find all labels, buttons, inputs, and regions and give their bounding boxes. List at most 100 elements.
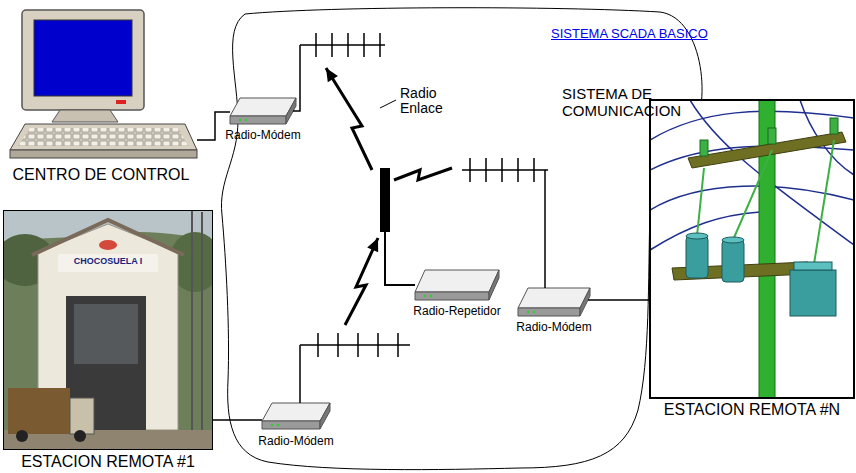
power-station-photo xyxy=(58,254,158,272)
radio-modem-device xyxy=(245,119,248,122)
yagi-antenna xyxy=(485,158,487,182)
power-station-photo xyxy=(99,240,117,250)
power-station-photo xyxy=(201,212,203,430)
remote-station: ESTACION REMOTA #1 xyxy=(3,210,213,450)
wire-line xyxy=(385,232,415,285)
yagi-antenna xyxy=(517,158,519,182)
power-station-photo xyxy=(32,220,184,255)
yagi-antenna xyxy=(337,333,339,357)
node-caption: ESTACION REMOTA #1 xyxy=(21,453,195,471)
radio-modem-device xyxy=(230,116,286,124)
computer-icon xyxy=(52,110,118,122)
node-caption: Radio-Módem xyxy=(225,129,300,142)
pole-illustration xyxy=(650,100,854,398)
diagram-title: SISTEMA SCADA BASICO xyxy=(551,27,708,41)
yagi-antenna xyxy=(397,333,399,357)
cloud-outline xyxy=(221,8,702,470)
repeater-mast xyxy=(380,168,390,232)
power-station-photo xyxy=(3,210,213,450)
wire-connector xyxy=(197,112,230,140)
yagi-antenna xyxy=(501,158,503,182)
yagi-antenna xyxy=(347,33,349,57)
yagi-antenna xyxy=(315,33,317,57)
cloud-outline xyxy=(221,8,702,470)
repeater-mast xyxy=(380,168,390,232)
yagi-antenna xyxy=(462,158,548,182)
computer-icon xyxy=(116,100,126,104)
radio-modem-device xyxy=(518,288,590,316)
radio-modem-device xyxy=(533,311,536,314)
link-label: Radio Enlace xyxy=(400,86,452,117)
radio-repeater-device xyxy=(430,295,433,298)
pole-illustration xyxy=(686,233,708,239)
radio-modem-device xyxy=(262,403,330,429)
wire-connector xyxy=(213,420,262,421)
power-station-photo xyxy=(8,388,70,434)
power-station-photo xyxy=(74,304,138,364)
radio-modem-device xyxy=(320,403,330,429)
radio-modem: Radio-Módem xyxy=(262,403,330,429)
wire-line xyxy=(299,345,301,403)
pole-illustration xyxy=(794,262,832,270)
yagi-antenna xyxy=(379,33,381,57)
pole-illustration xyxy=(722,240,744,282)
radio-link xyxy=(293,45,415,285)
wire-line xyxy=(293,45,300,111)
yagi-antenna xyxy=(469,158,471,182)
wire-line xyxy=(588,299,650,301)
arrow-head xyxy=(367,238,378,252)
remote-station: ESTACION REMOTA #N xyxy=(650,100,854,398)
yagi-antenna xyxy=(300,333,410,357)
pole-illustration xyxy=(700,140,708,156)
radio-repeater-device xyxy=(415,270,499,292)
wire-line xyxy=(385,232,415,285)
wire-line xyxy=(544,170,546,288)
radio-link xyxy=(385,168,545,288)
radio-modem-device xyxy=(580,288,590,316)
yagi-antenna xyxy=(300,344,410,346)
computer-icon xyxy=(10,150,197,158)
computer-icon xyxy=(10,10,197,158)
wire-line xyxy=(213,419,262,421)
lightning-bolt xyxy=(394,168,452,180)
wire-line xyxy=(197,112,230,140)
radio-repeater-device xyxy=(424,295,427,298)
sign-text: CHOCOSUELA I xyxy=(58,257,158,267)
radio-modem-device xyxy=(527,311,530,314)
yagi-antenna xyxy=(317,333,319,357)
radio-modem-device xyxy=(271,424,274,427)
power-station-photo xyxy=(70,398,94,434)
lightning-bolt xyxy=(345,238,378,325)
radio-modem-device xyxy=(230,98,296,116)
yagi-antenna xyxy=(300,44,385,46)
node-caption: Radio-Repetidor xyxy=(413,305,500,318)
pole-illustration xyxy=(650,100,854,398)
pole-illustration xyxy=(650,100,854,398)
communication-region: SISTEMA DE COMUNICACIONRadio-MódemRadio-… xyxy=(205,2,717,472)
radio-repeater-device xyxy=(489,270,499,300)
region-label: SISTEMA DE COMUNICACION xyxy=(562,86,692,119)
pole-illustration xyxy=(722,237,744,243)
wire-line xyxy=(385,232,415,285)
power-station-photo xyxy=(74,430,86,442)
radio-modem-device xyxy=(262,421,320,429)
power-station-photo xyxy=(16,430,28,442)
radio-repeater: Radio-Repetidor xyxy=(415,270,499,300)
radio-modem-device xyxy=(230,98,296,124)
radio-modem-device xyxy=(518,288,590,308)
node-caption: CENTRO DE CONTROL xyxy=(13,166,190,184)
pole-illustration xyxy=(768,128,776,144)
radio-modem-device xyxy=(277,424,280,427)
node-caption: Radio-Módem xyxy=(516,321,591,334)
pole-illustration xyxy=(830,118,838,134)
yagi-antenna xyxy=(357,333,359,357)
radio-repeater-device xyxy=(415,270,499,300)
pole-illustration xyxy=(790,270,836,316)
computer-icon xyxy=(10,124,197,150)
power-station-photo xyxy=(191,210,193,430)
yagi-antenna xyxy=(363,33,365,57)
leader-line xyxy=(380,100,396,108)
computer-icon xyxy=(22,10,144,110)
yagi-antenna xyxy=(331,33,333,57)
